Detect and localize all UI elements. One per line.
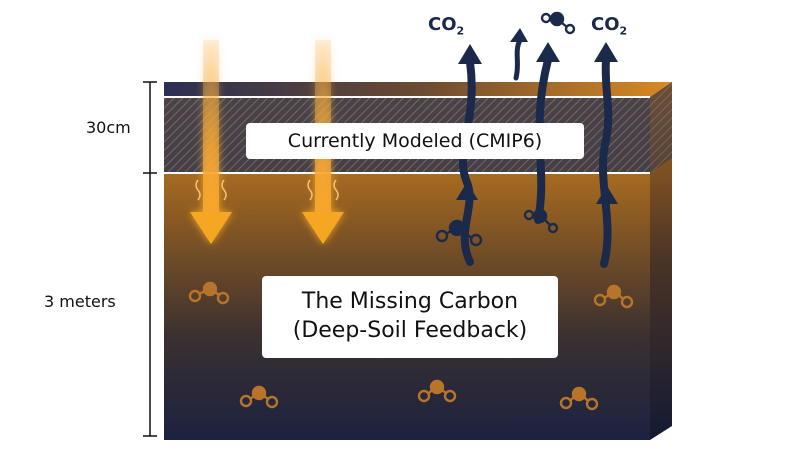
soil-side-face — [650, 82, 672, 440]
molecule-icon — [559, 386, 599, 411]
missing-carbon-title: The Missing Carbon — [301, 289, 519, 314]
molecule-icon — [188, 281, 230, 305]
co2-subscript: 2 — [619, 24, 628, 38]
co2-label-right: CO2 — [591, 14, 627, 38]
gas-arrowheads — [456, 28, 618, 204]
molecule-icon — [239, 385, 279, 409]
co2-label-left: CO2 — [428, 14, 464, 38]
missing-carbon-subtitle: (Deep-Soil Feedback) — [292, 318, 528, 343]
co2-symbol: CO — [428, 14, 457, 35]
depth-label-3m: 3 meters — [44, 292, 116, 311]
molecule-icon — [417, 379, 457, 403]
molecule-icon — [523, 208, 559, 234]
depth-label-30cm: 30cm — [86, 118, 131, 137]
depth-bracket — [143, 81, 157, 437]
missing-carbon-label: The Missing Carbon (Deep-Soil Feedback) — [262, 276, 558, 358]
co2-symbol: CO — [591, 14, 620, 35]
modeled-layer-label: Currently Modeled (CMIP6) — [246, 123, 584, 159]
heat-wave-icons — [195, 179, 339, 201]
molecule-icon — [435, 219, 483, 247]
soil-top-face — [164, 82, 672, 97]
molecule-icon — [593, 284, 634, 309]
molecule-icons — [188, 11, 634, 411]
molecule-icon — [540, 11, 576, 35]
heat-arrow-left — [190, 40, 232, 244]
co2-subscript: 2 — [456, 24, 465, 38]
modeled-layer-side-hatch — [650, 82, 672, 173]
